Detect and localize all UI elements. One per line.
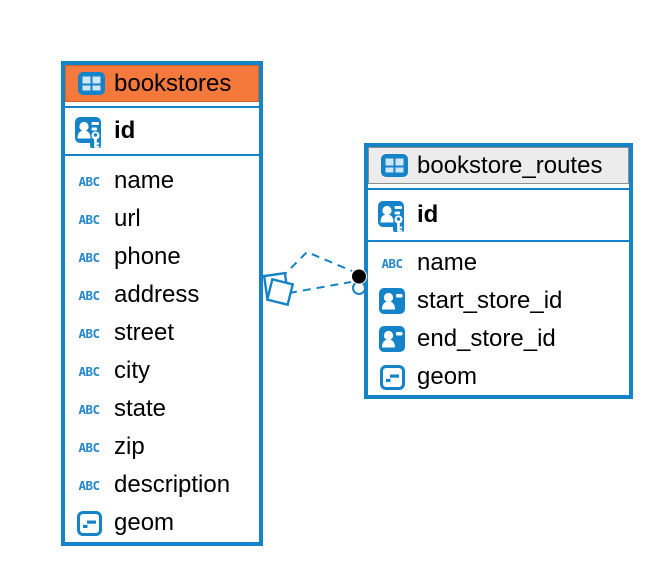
column-row-address[interactable]: ABC address <box>65 276 259 314</box>
column-row-zip[interactable]: ABC zip <box>65 428 259 466</box>
column-row-name[interactable]: ABC name <box>368 244 629 282</box>
geometry-type-icon <box>378 364 406 390</box>
geometry-type-icon <box>75 510 103 536</box>
text-type-icon: ABC <box>78 401 100 417</box>
text-type-icon: ABC <box>78 287 100 303</box>
text-type-icon: ABC <box>78 325 100 341</box>
column-name: address <box>114 281 200 308</box>
text-type-icon: ABC <box>78 249 100 265</box>
relationship-line[interactable] <box>280 250 353 279</box>
text-type-icon: ABC <box>78 477 100 493</box>
column-name: phone <box>114 243 181 270</box>
column-name: street <box>114 319 175 346</box>
table-icon <box>380 154 408 177</box>
column-name: end_store_id <box>417 325 556 352</box>
table-title: bookstores <box>114 69 232 97</box>
column-row-id[interactable]: id <box>65 108 259 154</box>
column-row-geom[interactable]: geom <box>368 358 629 396</box>
column-row-url[interactable]: ABC url <box>65 200 259 238</box>
column-name: description <box>114 471 231 498</box>
table-title: bookstore_routes <box>417 151 603 179</box>
column-row-end-store-id[interactable]: end_store_id <box>368 320 629 358</box>
text-type-icon: ABC <box>78 173 100 189</box>
column-row-geom[interactable]: geom <box>65 504 259 542</box>
column-row-city[interactable]: ABC city <box>65 352 259 390</box>
column-name: state <box>114 395 167 422</box>
column-row-state[interactable]: ABC state <box>65 390 259 428</box>
column-name: geom <box>417 363 478 390</box>
person-key-icon <box>75 112 103 150</box>
column-name: geom <box>114 509 175 536</box>
divider <box>368 240 629 242</box>
column-row-id[interactable]: id <box>368 190 629 240</box>
column-row-phone[interactable]: ABC phone <box>65 238 259 276</box>
divider <box>368 188 629 190</box>
column-name: id <box>417 201 439 228</box>
column-name: name <box>114 167 175 194</box>
text-type-icon: ABC <box>381 255 403 271</box>
column-row-street[interactable]: ABC street <box>65 314 259 352</box>
table-bookstores[interactable]: bookstores id <box>61 61 263 546</box>
column-name: id <box>114 117 136 144</box>
column-row-description[interactable]: ABC description <box>65 466 259 504</box>
column-name: start_store_id <box>417 287 563 314</box>
relationship-line[interactable] <box>288 281 352 294</box>
relationship-diamond-handle[interactable] <box>262 271 295 307</box>
person-key-icon <box>378 196 406 234</box>
column-name: url <box>114 205 141 232</box>
divider <box>65 106 259 108</box>
table-bookstore-routes-header[interactable]: bookstore_routes <box>368 147 629 184</box>
table-bookstores-header[interactable]: bookstores <box>65 65 259 102</box>
table-icon <box>77 72 105 95</box>
text-type-icon: ABC <box>78 439 100 455</box>
reference-icon <box>378 288 406 314</box>
column-row-name[interactable]: ABC name <box>65 162 259 200</box>
column-name: zip <box>114 433 145 460</box>
column-name: name <box>417 249 478 276</box>
column-name: city <box>114 357 150 384</box>
divider <box>65 154 259 156</box>
text-type-icon: ABC <box>78 363 100 379</box>
column-row-start-store-id[interactable]: start_store_id <box>368 282 629 320</box>
text-type-icon: ABC <box>78 211 100 227</box>
table-bookstore-routes[interactable]: bookstore_routes id <box>364 143 633 399</box>
reference-icon <box>378 326 406 352</box>
